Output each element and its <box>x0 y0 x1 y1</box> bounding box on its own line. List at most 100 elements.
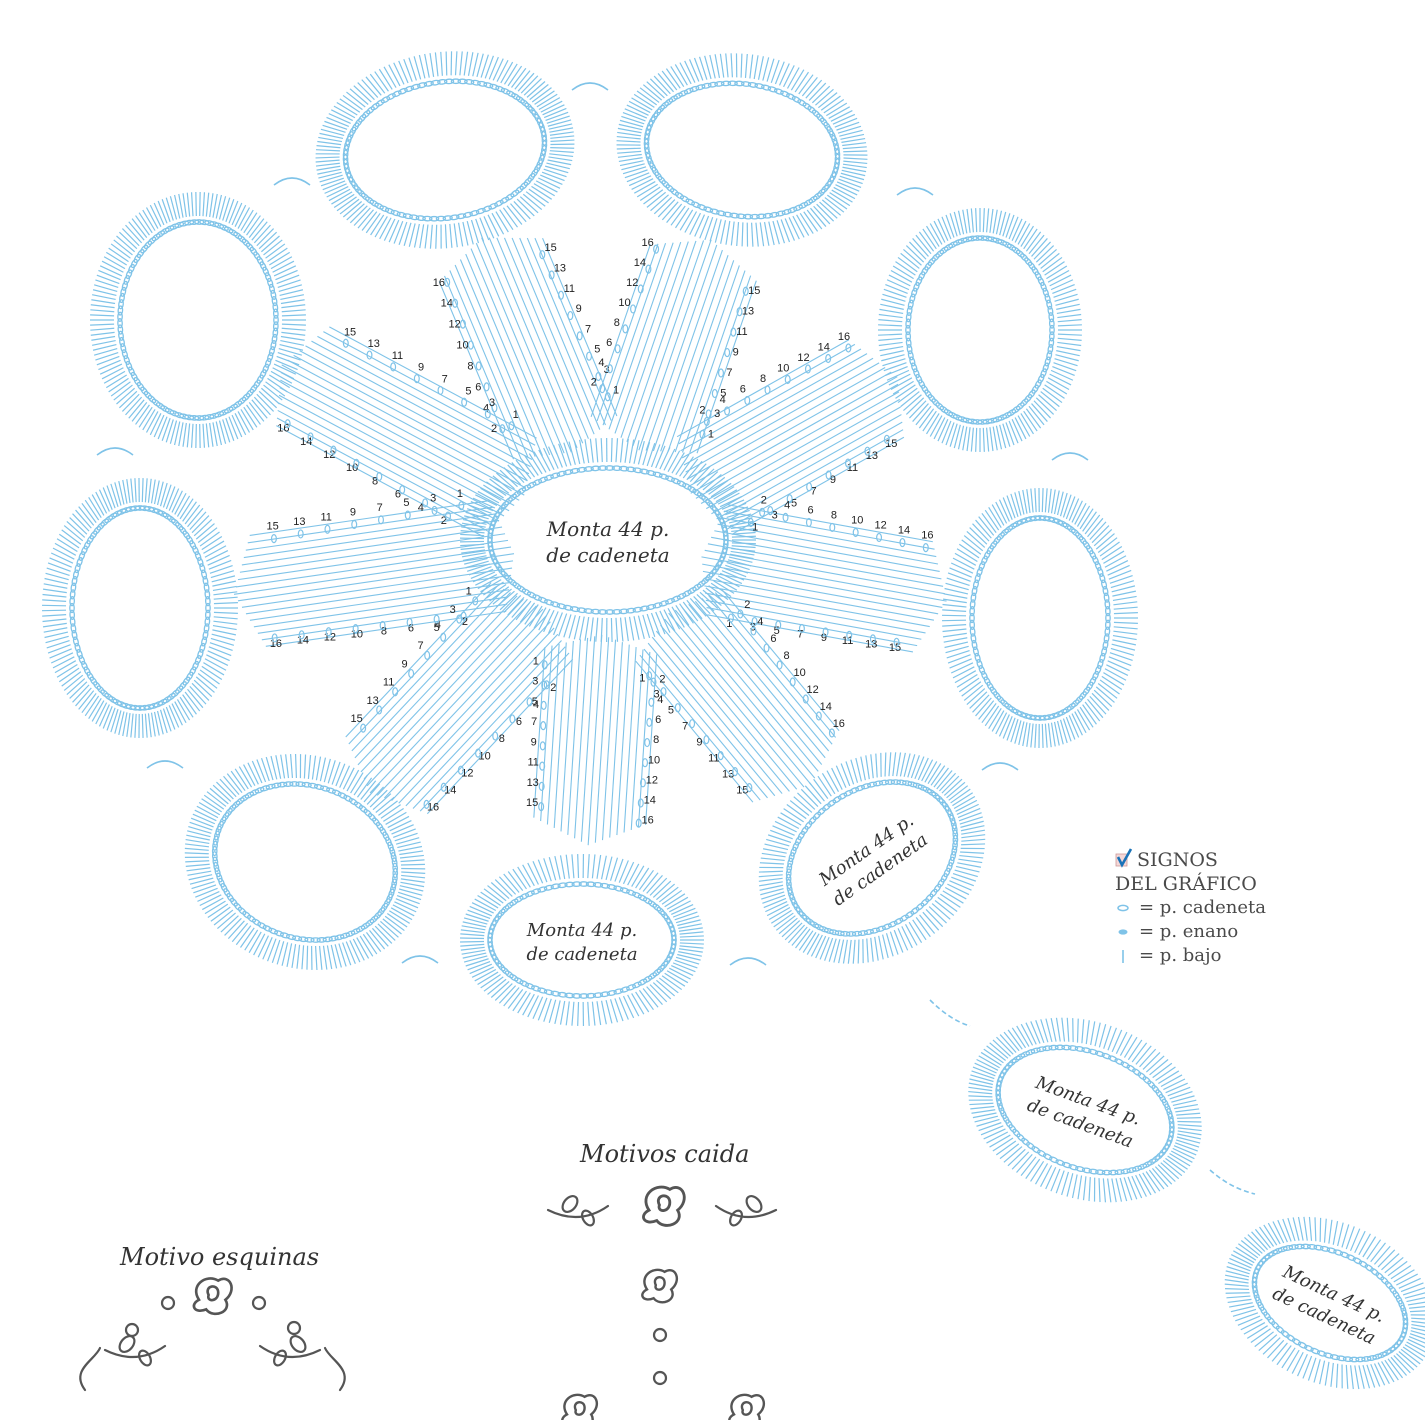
row-marker <box>539 761 546 771</box>
row-marker <box>764 385 771 395</box>
row-number: 6 <box>655 714 661 726</box>
join-scallop <box>1051 452 1089 461</box>
row-marker <box>703 735 710 745</box>
bead-motif <box>652 1370 668 1386</box>
row-marker <box>825 470 832 480</box>
row-number: 7 <box>682 720 688 732</box>
row-marker <box>353 458 360 468</box>
row-number: 5 <box>465 385 471 397</box>
row-number: 11 <box>736 326 747 338</box>
row-number: 12 <box>626 277 638 289</box>
row-number: 16 <box>641 237 653 249</box>
row-marker <box>606 364 613 374</box>
legend-text-slip: = p. enano <box>1139 921 1239 942</box>
row-number: 7 <box>585 323 591 335</box>
row-marker <box>270 534 277 544</box>
row-marker <box>458 501 465 511</box>
row-marker <box>599 384 606 394</box>
row-marker <box>297 529 304 539</box>
row-marker <box>648 697 655 707</box>
row-number: 11 <box>383 677 394 689</box>
row-number: 2 <box>441 515 447 527</box>
row-number: 5 <box>791 498 797 510</box>
row-marker <box>459 319 466 329</box>
row-number: 14 <box>300 436 312 448</box>
row-marker <box>509 714 516 724</box>
caption-falling-motifs: Motivos caida <box>580 1140 750 1168</box>
row-marker <box>406 617 413 627</box>
join-scallop <box>571 82 609 91</box>
hanging-chain <box>1209 1169 1256 1195</box>
row-marker <box>724 406 731 416</box>
row-marker <box>377 515 384 525</box>
row-marker <box>424 650 431 661</box>
row-number: 11 <box>392 350 403 362</box>
row-number: 5 <box>774 625 780 637</box>
row-marker <box>484 409 491 419</box>
join-scallop <box>401 955 439 964</box>
row-number: 9 <box>576 303 582 315</box>
rose-motif <box>561 1393 599 1420</box>
row-number: 15 <box>344 326 356 338</box>
row-marker <box>674 703 681 713</box>
row-marker <box>475 748 482 758</box>
row-number: 11 <box>847 462 858 474</box>
row-marker <box>759 507 766 517</box>
row-number: 7 <box>810 486 816 498</box>
row-marker <box>767 506 774 516</box>
legend-item-slip: = p. enano <box>1115 920 1266 944</box>
row-marker <box>298 630 305 640</box>
row-marker <box>342 338 349 348</box>
row-number: 2 <box>761 494 767 506</box>
row-marker <box>746 782 753 793</box>
row-marker <box>751 616 758 627</box>
row-marker <box>806 482 813 492</box>
row-marker <box>717 751 724 761</box>
row-marker <box>440 782 447 792</box>
legend-text-single: = p. bajo <box>1139 945 1222 966</box>
row-number: 1 <box>752 521 758 533</box>
row-marker <box>324 524 331 534</box>
row-marker <box>567 310 574 321</box>
row-number: 13 <box>293 516 305 528</box>
chain-ring-9: Monta 44 p.de cadeneta <box>968 1017 1202 1203</box>
row-number: 1 <box>457 488 463 500</box>
row-number: 5 <box>594 344 600 356</box>
row-marker <box>798 623 805 634</box>
row-number: 7 <box>418 640 424 652</box>
row-number: 10 <box>351 629 363 641</box>
leaf-swirl-motif <box>714 1195 778 1227</box>
row-marker <box>804 364 811 374</box>
row-number: 5 <box>403 497 409 509</box>
row-number: 15 <box>350 713 362 725</box>
row-marker <box>846 630 853 640</box>
row-marker <box>922 542 929 553</box>
row-number: 6 <box>740 384 746 396</box>
join-scallop <box>729 957 767 966</box>
row-marker <box>645 264 652 274</box>
row-number: 6 <box>395 489 401 501</box>
chain-ring-6 <box>184 753 426 971</box>
row-marker <box>736 307 743 317</box>
row-number: 4 <box>435 619 441 631</box>
row-number: 13 <box>722 768 734 780</box>
row-number: 9 <box>830 474 836 486</box>
row-marker <box>576 331 583 341</box>
legend-item-single: = p. bajo <box>1115 944 1266 968</box>
row-number: 2 <box>462 616 468 628</box>
row-number: 16 <box>833 718 845 730</box>
row-number: 4 <box>720 394 726 406</box>
row-marker <box>727 613 734 623</box>
row-marker <box>433 614 440 624</box>
row-marker <box>828 728 835 738</box>
row-marker <box>646 717 653 727</box>
row-number: 8 <box>760 373 766 385</box>
row-marker <box>869 634 876 644</box>
row-marker <box>437 385 444 396</box>
row-number: 4 <box>598 357 604 369</box>
row-number: 9 <box>531 736 537 748</box>
row-marker <box>399 485 406 495</box>
row-number: 9 <box>733 347 739 359</box>
row-number: 8 <box>372 475 378 487</box>
row-marker <box>483 382 490 392</box>
